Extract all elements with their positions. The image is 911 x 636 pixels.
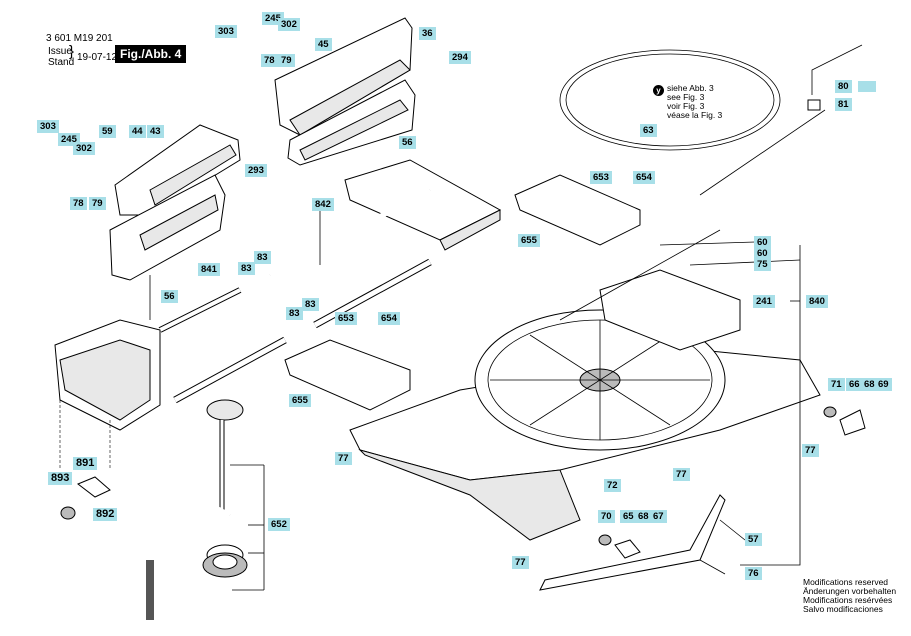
cover-plate-lower bbox=[284, 339, 411, 411]
part-label-68: 68 bbox=[635, 510, 652, 523]
part-label-302: 302 bbox=[278, 18, 300, 31]
issue-label: Issue bbox=[48, 46, 72, 57]
reference-marker: y bbox=[653, 85, 664, 96]
part-label-303: 303 bbox=[215, 25, 237, 38]
part-label-57: 57 bbox=[745, 533, 762, 546]
mod-line: Salvo modificaciones bbox=[803, 604, 883, 614]
part-label-293: 293 bbox=[245, 164, 267, 177]
part-label-65: 65 bbox=[620, 510, 637, 523]
part-label-241: 241 bbox=[753, 295, 775, 308]
part-label-70: 70 bbox=[598, 510, 615, 523]
part-label-841: 841 bbox=[198, 263, 220, 276]
part-label-77: 77 bbox=[802, 444, 819, 457]
belt-ring bbox=[559, 49, 781, 151]
part-label-79: 79 bbox=[89, 197, 106, 210]
see-figure-note: siehe Abb. 3 see Fig. 3 voir Fig. 3 véas… bbox=[667, 84, 722, 120]
part-label-59: 59 bbox=[99, 125, 116, 138]
part-label-893: 893 bbox=[48, 472, 73, 485]
knob-892 bbox=[60, 506, 76, 520]
part-label-67: 67 bbox=[650, 510, 667, 523]
part-label-45: 45 bbox=[315, 38, 332, 51]
part-label-77: 77 bbox=[673, 468, 690, 481]
mod-line: Modifications resérvées bbox=[803, 595, 893, 605]
part-label-891: 891 bbox=[73, 457, 98, 470]
part-label-303: 303 bbox=[37, 120, 59, 133]
part-label-83: 83 bbox=[254, 251, 271, 264]
part-label-655: 655 bbox=[289, 394, 311, 407]
part-label-80: 80 bbox=[835, 80, 852, 93]
hex-wrench bbox=[811, 44, 863, 95]
part-label-77: 77 bbox=[512, 556, 529, 569]
part-label-68: 68 bbox=[861, 378, 878, 391]
part-label-654: 654 bbox=[633, 171, 655, 184]
part-label-302: 302 bbox=[73, 142, 95, 155]
part-label-66: 66 bbox=[846, 378, 863, 391]
part-label-60: 60 bbox=[754, 247, 771, 260]
part-label-81: 81 bbox=[835, 98, 852, 111]
figure-label: Fig./Abb. 4 bbox=[115, 45, 187, 63]
mod-line: Änderungen vorbehalten bbox=[803, 586, 897, 596]
part-label-78: 78 bbox=[261, 54, 278, 67]
part-label-842: 842 bbox=[312, 198, 334, 211]
note-line: voir Fig. 3 bbox=[667, 101, 705, 111]
part-label-76: 76 bbox=[745, 567, 762, 580]
part-label-840: 840 bbox=[806, 295, 828, 308]
rear-housing bbox=[599, 269, 741, 351]
part-label-63: 63 bbox=[640, 124, 657, 137]
note-line: siehe Abb. 3 bbox=[667, 83, 714, 93]
mod-line: Modifications reserved bbox=[803, 577, 889, 587]
part-label-72: 72 bbox=[604, 479, 621, 492]
doc-number: 3 601 M19 201 bbox=[46, 33, 113, 44]
stand-label: Stand bbox=[48, 57, 75, 68]
note-line: see Fig. 3 bbox=[667, 92, 705, 102]
part-label-43: 43 bbox=[147, 125, 164, 138]
part-label-83: 83 bbox=[302, 298, 319, 311]
cover-plate-upper bbox=[514, 174, 641, 246]
part-label-655: 655 bbox=[518, 234, 540, 247]
cyan-marker bbox=[858, 81, 876, 92]
part-label-36: 36 bbox=[419, 27, 436, 40]
handle-knob bbox=[206, 399, 244, 421]
part-label-892: 892 bbox=[93, 508, 118, 521]
part-label-69: 69 bbox=[875, 378, 892, 391]
part-label-60: 60 bbox=[754, 236, 771, 249]
part-label-56: 56 bbox=[399, 136, 416, 149]
brace: } bbox=[69, 43, 75, 60]
part-label-294: 294 bbox=[449, 51, 471, 64]
part-label-79: 79 bbox=[278, 54, 295, 67]
note-line: véase la Fig. 3 bbox=[667, 110, 723, 120]
part-label-652: 652 bbox=[268, 518, 290, 531]
part-label-653: 653 bbox=[590, 171, 612, 184]
part-label-78: 78 bbox=[70, 197, 87, 210]
modifications-notice: Modifications reserved Änderungen vorbeh… bbox=[803, 578, 896, 614]
part-label-654: 654 bbox=[378, 312, 400, 325]
part-label-44: 44 bbox=[129, 125, 146, 138]
part-label-77: 77 bbox=[335, 452, 352, 465]
part-label-653: 653 bbox=[335, 312, 357, 325]
part-label-75: 75 bbox=[754, 258, 771, 271]
fence-right bbox=[274, 17, 416, 166]
part-label-71: 71 bbox=[828, 378, 845, 391]
fence-left bbox=[109, 124, 241, 281]
latch-891 bbox=[77, 476, 111, 498]
part-label-56: 56 bbox=[161, 290, 178, 303]
issue-date: 19-07-12 bbox=[77, 52, 118, 63]
part-label-83: 83 bbox=[286, 307, 303, 320]
part-label-83: 83 bbox=[238, 262, 255, 275]
